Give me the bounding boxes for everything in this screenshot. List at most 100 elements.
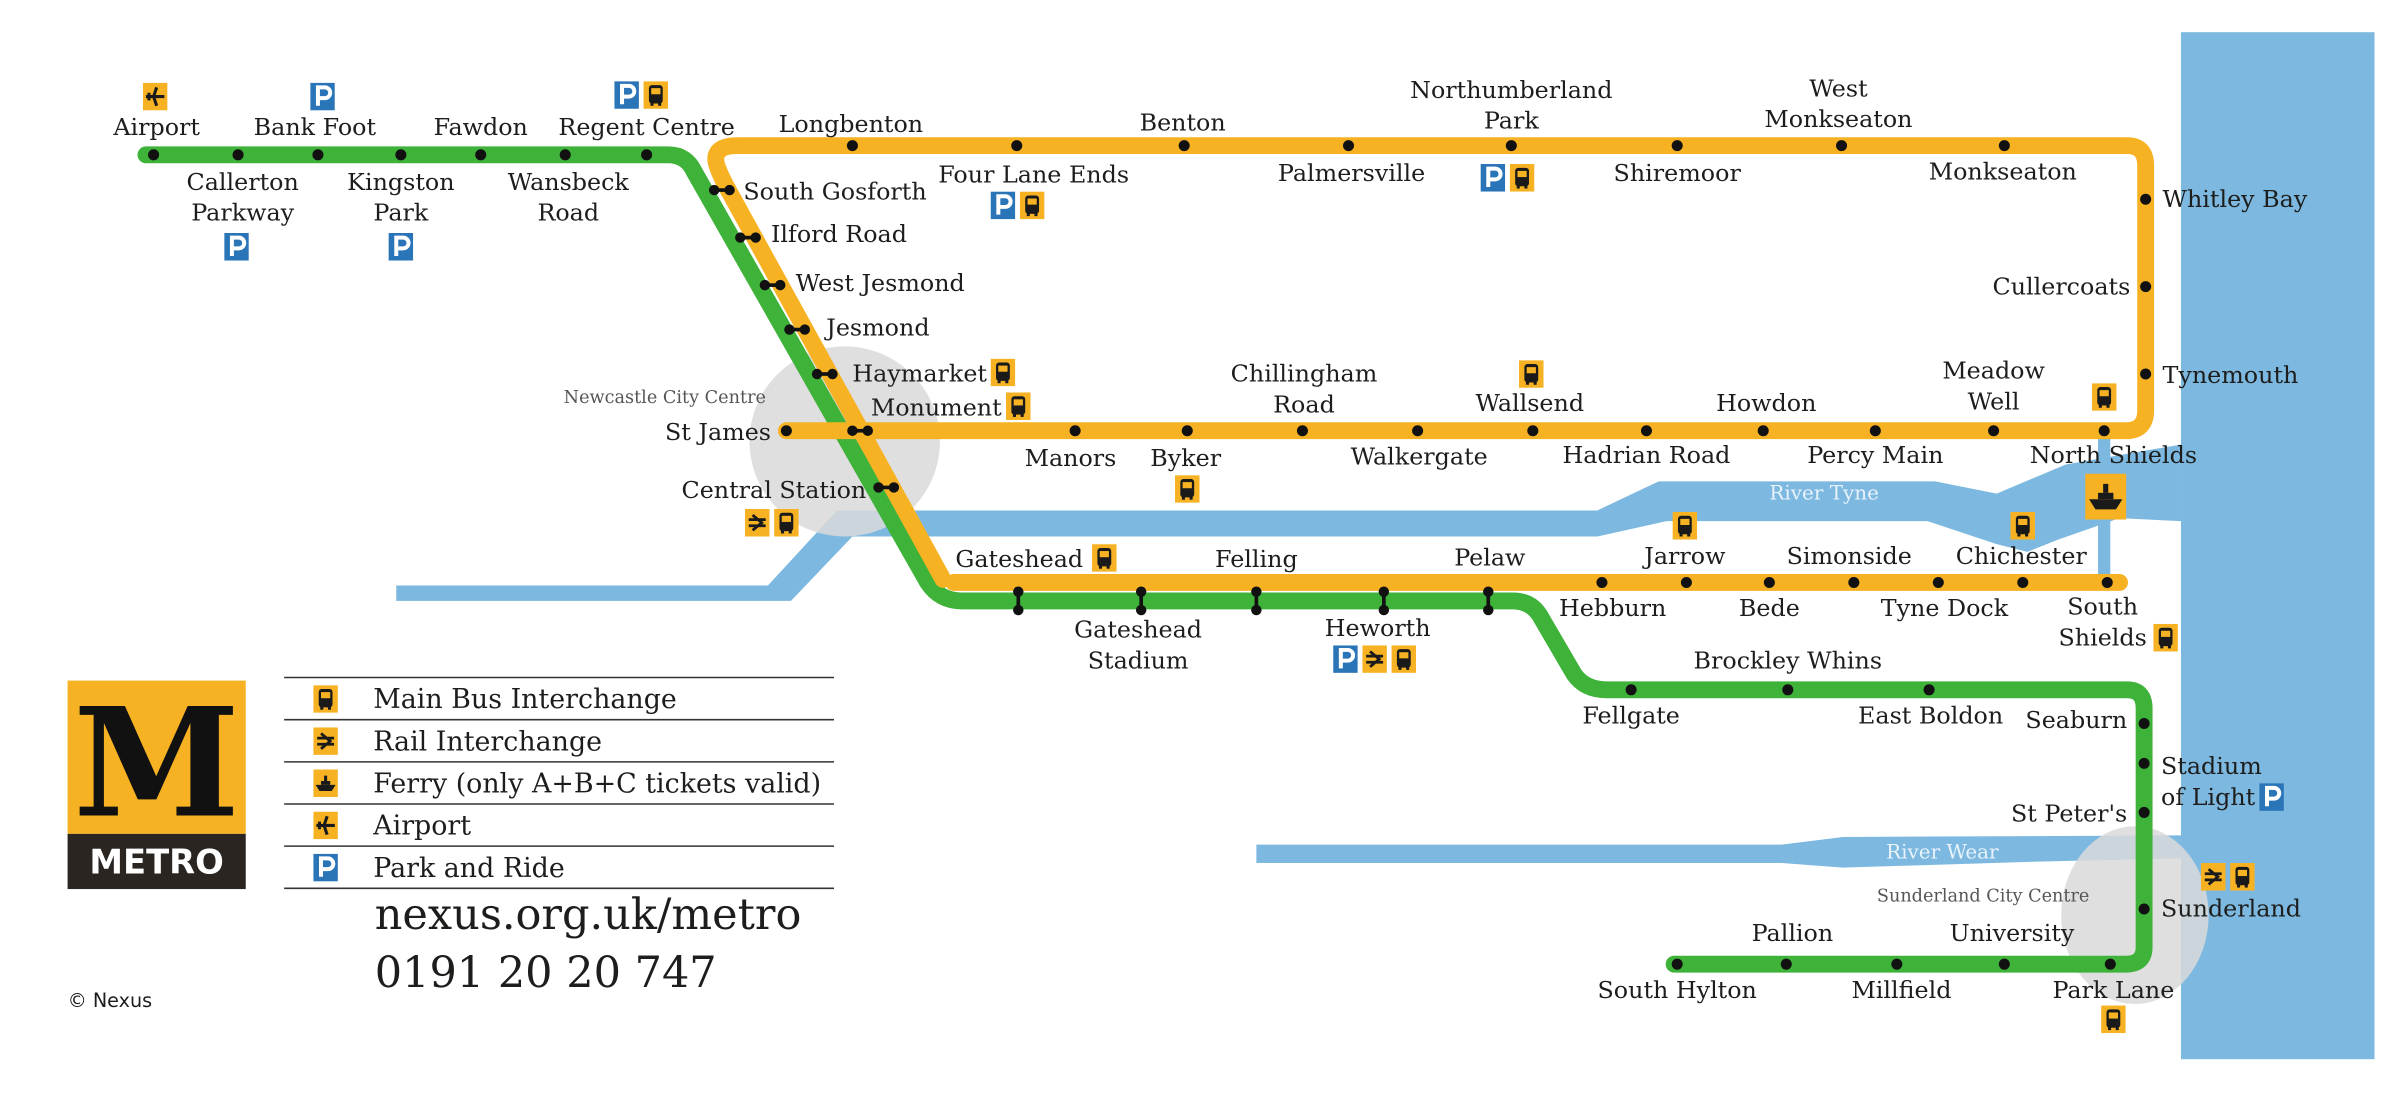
station-marker-millfield[interactable] [1891, 958, 1903, 970]
station-marker-ilford-road[interactable] [735, 232, 761, 243]
station-label-university[interactable]: University [1950, 919, 2075, 947]
station-label-wallsend[interactable]: Wallsend [1475, 389, 1584, 417]
station-marker-walkergate[interactable] [1412, 425, 1424, 437]
station-marker-bede[interactable] [1763, 576, 1775, 589]
station-label-gateshead[interactable]: Gateshead [955, 545, 1083, 573]
station-marker-wansbeck-road[interactable] [559, 149, 571, 161]
station-label-shiremoor[interactable]: Shiremoor [1614, 159, 1742, 187]
station-label-whitley-bay[interactable]: Whitley Bay [2163, 185, 2308, 213]
station-marker-four-lane-ends[interactable] [1011, 140, 1023, 152]
station-label-longbenton[interactable]: Longbenton [779, 110, 924, 138]
station-marker-west-monkseaton[interactable] [1836, 140, 1848, 152]
station-label-tyne-dock[interactable]: Tyne Dock [1881, 594, 2009, 622]
station-marker-gateshead-stadium[interactable] [1135, 586, 1147, 616]
station-marker-byker[interactable] [1181, 425, 1193, 437]
website-link[interactable]: nexus.org.uk/metro [375, 890, 802, 940]
station-marker-felling[interactable] [1251, 586, 1262, 616]
station-marker-monkseaton[interactable] [1998, 140, 2010, 152]
station-marker-hebburn[interactable] [1596, 576, 1608, 589]
station-marker-hadrian-road[interactable] [1640, 425, 1653, 437]
station-marker-shiremoor[interactable] [1671, 140, 1683, 152]
station-marker-st-james[interactable] [780, 425, 792, 437]
station-label-four-lane-ends[interactable]: Four Lane Ends [938, 160, 1129, 188]
station-marker-jesmond[interactable] [784, 324, 811, 335]
station-label-heworth[interactable]: Heworth [1325, 614, 1431, 642]
station-marker-university[interactable] [1998, 958, 2010, 970]
station-label-palmersville[interactable]: Palmersville [1278, 159, 1425, 187]
station-marker-kingston-park[interactable] [395, 149, 407, 161]
station-marker-longbenton[interactable] [846, 140, 858, 152]
station-marker-palmersville[interactable] [1342, 140, 1355, 152]
station-label-south-hylton[interactable]: South Hylton [1598, 976, 1757, 1004]
station-marker-stadium-of-light[interactable] [2138, 757, 2150, 769]
station-label-pelaw[interactable]: Pelaw [1454, 544, 1526, 572]
station-marker-meadow-well[interactable] [1988, 425, 2000, 437]
station-label-manors[interactable]: Manors [1025, 444, 1117, 472]
station-label-howdon[interactable]: Howdon [1716, 389, 1816, 417]
station-marker-east-boldon[interactable] [1923, 684, 1935, 696]
station-marker-howdon[interactable] [1757, 425, 1769, 437]
station-label-pallion[interactable]: Pallion [1752, 919, 1834, 947]
station-marker-st-peter-s[interactable] [2138, 806, 2150, 818]
station-label-simonside[interactable]: Simonside [1787, 542, 1912, 570]
station-label-fellgate[interactable]: Fellgate [1582, 702, 1680, 730]
station-marker-brockley-whins[interactable] [1782, 684, 1794, 696]
station-marker-wallsend[interactable] [1527, 425, 1539, 437]
station-label-ilford-road[interactable]: Ilford Road [771, 220, 907, 248]
station-label-sunderland[interactable]: Sunderland [2161, 895, 2301, 923]
station-label-cullercoats[interactable]: Cullercoats [1992, 272, 2130, 300]
station-label-st-james[interactable]: St James [665, 418, 771, 446]
station-marker-fellgate[interactable] [1625, 684, 1637, 696]
station-marker-manors[interactable] [1069, 425, 1081, 437]
station-marker-tynemouth[interactable] [2140, 368, 2152, 380]
station-marker-callerton-parkway[interactable] [232, 149, 244, 161]
station-marker-pelaw[interactable] [1483, 586, 1494, 616]
station-label-tynemouth[interactable]: Tynemouth [2163, 361, 2299, 389]
station-marker-monument[interactable] [847, 425, 874, 436]
station-label-central-station[interactable]: Central Station [682, 476, 867, 504]
station-marker-park-lane[interactable] [2104, 958, 2116, 970]
station-label-hadrian-road[interactable]: Hadrian Road [1563, 441, 1731, 469]
station-label-east-boldon[interactable]: East Boldon [1858, 702, 2003, 730]
station-label-brockley-whins[interactable]: Brockley Whins [1694, 646, 1883, 674]
station-marker-seaburn[interactable] [2138, 717, 2150, 730]
station-label-fawdon[interactable]: Fawdon [434, 113, 528, 141]
station-marker-pallion[interactable] [1780, 958, 1792, 970]
station-label-north-shields[interactable]: North Shields [2030, 441, 2197, 469]
station-marker-west-jesmond[interactable] [759, 279, 786, 291]
station-marker-south-shields[interactable] [2101, 576, 2113, 589]
station-marker-simonside[interactable] [1848, 576, 1860, 589]
station-label-jarrow[interactable]: Jarrow [1642, 542, 1726, 570]
station-marker-central-station[interactable] [873, 482, 900, 493]
station-marker-regent-centre[interactable] [641, 149, 653, 161]
station-label-monument[interactable]: Monument [871, 393, 1002, 421]
station-marker-chichester[interactable] [2017, 576, 2029, 589]
station-marker-fawdon[interactable] [475, 149, 487, 161]
station-marker-sunderland[interactable] [2138, 903, 2150, 915]
station-marker-gateshead[interactable] [1013, 586, 1024, 616]
station-marker-jarrow[interactable] [1680, 576, 1692, 589]
station-marker-whitley-bay[interactable] [2140, 193, 2152, 205]
station-label-chichester[interactable]: Chichester [1956, 542, 2088, 570]
station-marker-chillingham-road[interactable] [1296, 425, 1308, 437]
station-marker-airport[interactable] [148, 149, 160, 161]
station-label-felling[interactable]: Felling [1215, 545, 1298, 573]
station-marker-south-gosforth[interactable] [708, 184, 735, 196]
station-label-seaburn[interactable]: Seaburn [2025, 706, 2127, 734]
station-label-south-gosforth[interactable]: South Gosforth [743, 177, 926, 205]
station-label-byker[interactable]: Byker [1150, 444, 1221, 472]
station-marker-heworth[interactable] [1378, 586, 1390, 616]
station-label-st-peter-s[interactable]: St Peter's [2011, 800, 2127, 828]
station-marker-north-shields[interactable] [2098, 425, 2110, 437]
station-label-airport[interactable]: Airport [112, 113, 200, 141]
station-label-west-jesmond[interactable]: West Jesmond [796, 269, 965, 297]
station-label-regent-centre[interactable]: Regent Centre [558, 113, 734, 141]
station-label-haymarket[interactable]: Haymarket [852, 360, 987, 388]
station-marker-percy-main[interactable] [1869, 425, 1881, 437]
